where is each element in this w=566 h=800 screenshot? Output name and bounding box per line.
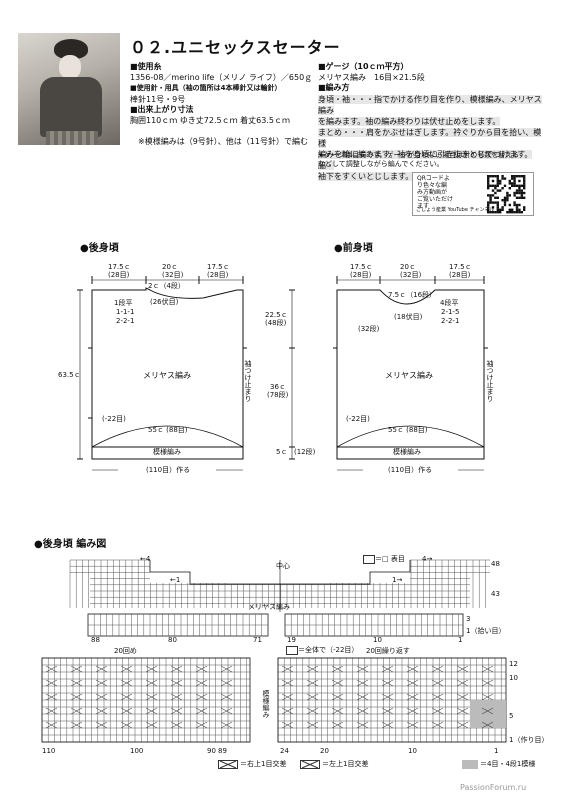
gauge-note-2: などして調整しながら編んでください。 — [318, 160, 444, 168]
page-title: ０２.ユニセックスセーター — [130, 38, 341, 57]
qr-caption: ごしょう産業 YouTube チャンネル — [416, 207, 495, 213]
needle-note: ※模様編みは（9号針）、他は（11号針）で編む — [138, 137, 308, 146]
chart-heading: ●後身頃 編み図 — [34, 539, 107, 550]
knit-stitch-icon — [363, 555, 375, 564]
back-curve — [91, 425, 244, 448]
front-heading: ●前身頃 — [334, 243, 373, 254]
gauge-heading: ■ゲージ（10ｃｍ平方） — [318, 62, 409, 71]
yarn-heading: ■使用糸 — [130, 62, 162, 71]
qr-panel[interactable]: QRコードより色々な編み方動画がご覧いただけます ごしょう産業 YouTube … — [412, 172, 534, 216]
left-cross-icon — [300, 760, 320, 769]
front-body-outline — [336, 289, 485, 448]
decrease-icon — [286, 646, 298, 655]
back-heading: ●後身頃 — [80, 243, 119, 254]
gauge-value: メリヤス編み 16目×21.5段 — [318, 73, 425, 82]
size-value: 胸囲110ｃｍ ゆき丈72.5ｃｍ 着丈63.5ｃｍ — [130, 116, 290, 125]
needles-value: 棒針11号・9号 — [130, 95, 186, 104]
back-rib — [91, 446, 244, 460]
qr-text: QRコードより色々な編み方動画がご覧いただけます — [417, 175, 454, 210]
gauge-note-1: ★ゲージは目安です。ゲージが合わない場合は針の号数を替える — [318, 151, 520, 159]
front-rib — [336, 446, 485, 460]
model-photo — [18, 33, 120, 145]
stitch-chart — [41, 559, 507, 743]
back-body-outline — [91, 287, 244, 448]
yarn-value: 1356-08／merino life（メリノ ライフ）／650ｇ — [130, 73, 313, 82]
size-heading: ■出来上がり寸法 — [130, 105, 194, 114]
watermark: PassionForum.ru — [460, 783, 527, 792]
method-text: 身頃・袖・・・指でかける作り目を作り、模様編み、メリヤス編み を編みます。袖の編… — [318, 95, 542, 181]
pattern-swatch-icon — [462, 760, 478, 769]
qr-code-icon[interactable] — [487, 175, 527, 215]
right-cross-icon — [218, 760, 238, 769]
front-curve — [336, 425, 485, 448]
needles-heading: ■使用針・用具（袖の箇所は4本棒針又は輪針） — [130, 84, 282, 92]
method-heading: ■編み方 — [318, 83, 350, 92]
